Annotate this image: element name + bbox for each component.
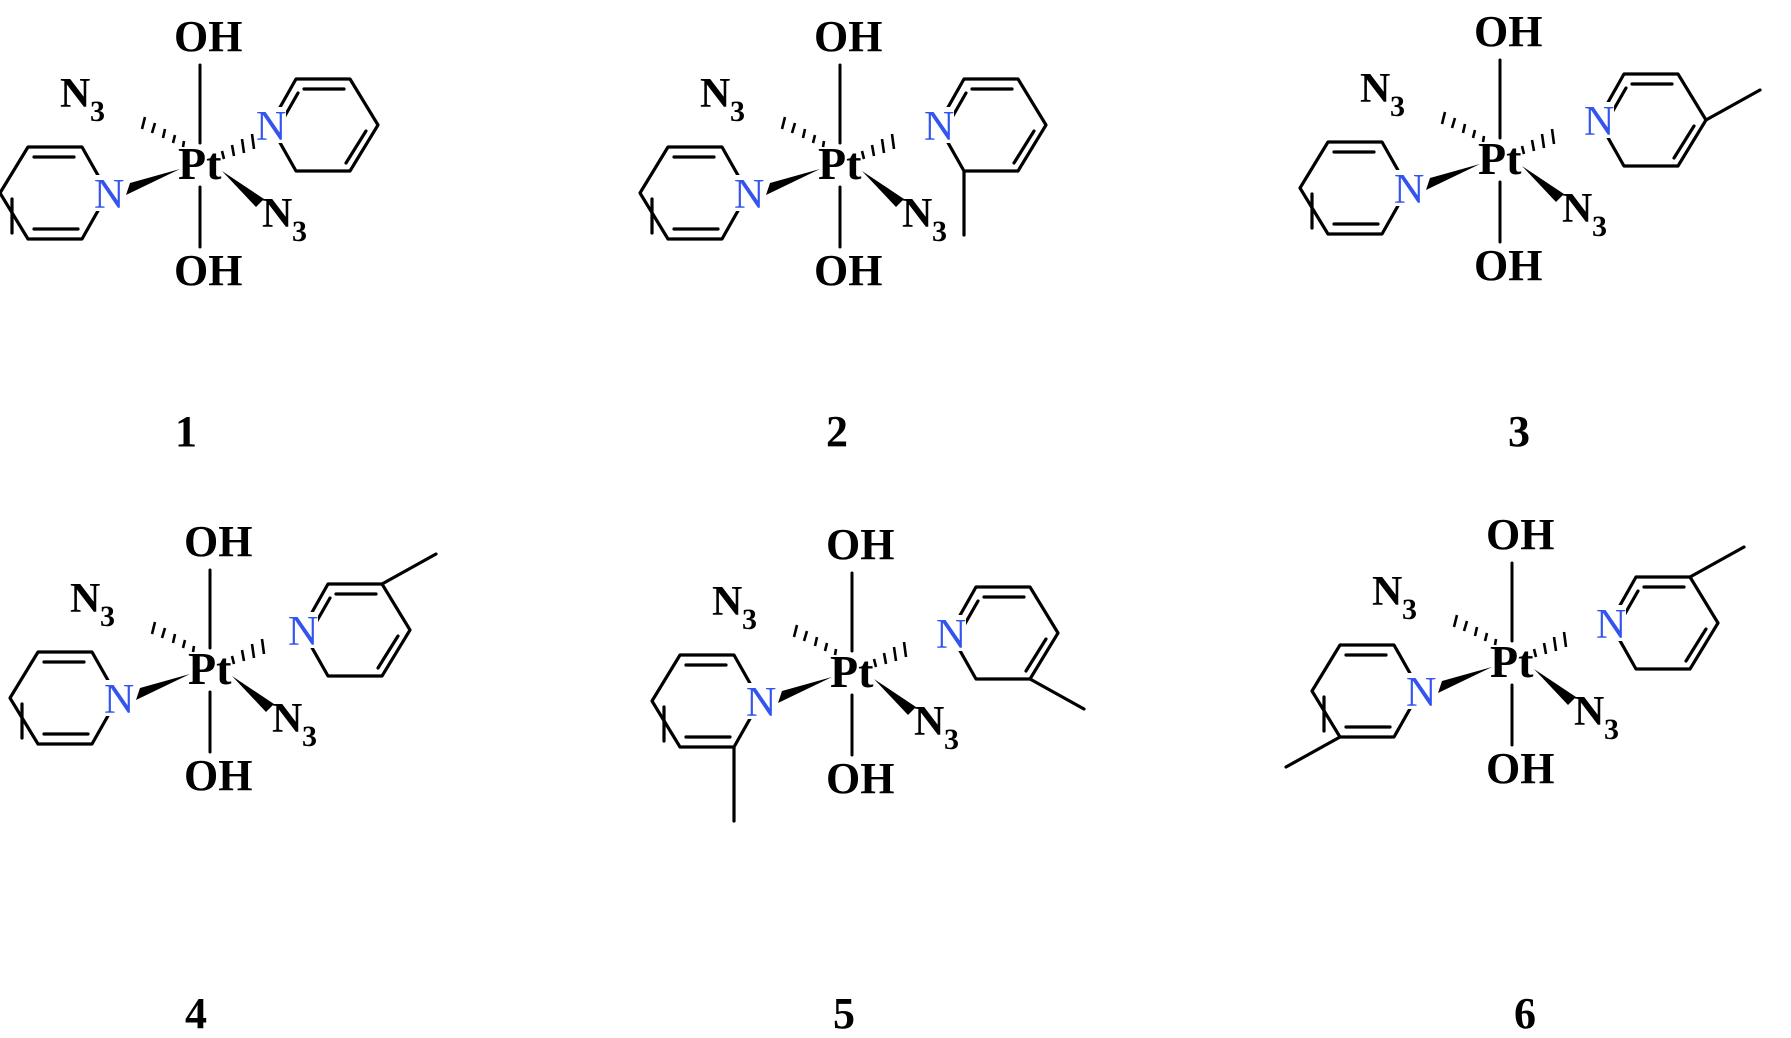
oh-bottom: OH [1486,744,1554,793]
pt-atom: Pt [830,646,874,697]
oh-bottom: OH [814,246,882,295]
pyridine-n: N [924,104,954,150]
pt-atom: Pt [1490,636,1534,687]
svg-text:N: N [712,579,742,625]
oh-top: OH [814,12,882,61]
oh-bottom: OH [174,246,242,295]
azide-upper-left: N 3 [712,579,757,636]
svg-text:N: N [902,191,932,237]
azide-upper-left: N 3 [60,71,105,128]
pyridine-ring-left: N [650,653,776,823]
pyridine-n: N [256,104,286,150]
pyridine-ring-left: N [1298,140,1424,236]
compound-number-2: 2 [826,407,848,456]
pyridine-ring-right: N [288,552,438,678]
svg-text:3: 3 [100,600,115,633]
pyridine-ring-right: N [936,585,1086,711]
pyridine-ring-right: N [1584,72,1762,168]
oh-top: OH [184,517,252,566]
svg-text:3: 3 [292,215,307,248]
pyridine-n: N [1596,602,1626,648]
compound-4: OH OH Pt N 3 N 3 N N [8,517,438,800]
compound-number-1: 1 [175,407,197,456]
svg-text:N: N [1360,66,1390,112]
pyridine-n: N [1394,167,1424,213]
pyridine-ring-right: N [256,77,380,173]
oh-top: OH [1486,510,1554,559]
compound-5: OH OH Pt N 3 N 3 N N [650,520,1086,823]
svg-text:N: N [700,71,730,117]
svg-text:N: N [272,696,302,742]
pyridine-n: N [94,172,124,218]
oh-top: OH [1474,7,1542,56]
svg-text:3: 3 [1402,593,1417,626]
azide-lower-right: N 3 [902,191,947,248]
compound-6: OH OH Pt N 3 N 3 N N [1284,510,1746,793]
compound-number-3: 3 [1508,407,1530,456]
pyridine-n: N [288,609,318,655]
azide-upper-left: N 3 [70,576,115,633]
methyl-bond [380,552,438,586]
svg-text:3: 3 [1390,90,1405,123]
methyl-bond [1704,88,1762,122]
svg-text:3: 3 [932,215,947,248]
svg-text:3: 3 [944,723,959,756]
oh-bottom: OH [1474,241,1542,290]
pt-atom: Pt [1478,133,1522,184]
pyridine-ring-right: N [924,77,1048,237]
pt-atom: Pt [188,643,232,694]
pyridine-ring-left: N [8,650,134,746]
pyridine-ring-left: N [638,145,764,241]
svg-text:N: N [1562,186,1592,232]
pyridine-n: N [1406,670,1436,716]
compound-number-5: 5 [833,989,855,1038]
azide-lower-right: N 3 [914,699,959,756]
oh-top: OH [826,520,894,569]
svg-text:N: N [70,576,100,622]
methyl-bond [1028,677,1086,711]
methyl-bond [1688,545,1746,579]
svg-text:N: N [1574,689,1604,735]
svg-text:3: 3 [1604,713,1619,746]
svg-text:N: N [914,699,944,745]
pt-atom: Pt [178,138,222,189]
pyridine-n: N [1584,99,1614,145]
compound-number-6: 6 [1514,989,1536,1038]
svg-text:3: 3 [730,95,745,128]
svg-text:3: 3 [90,95,105,128]
svg-text:3: 3 [1592,210,1607,243]
azide-upper-left: N 3 [1372,569,1417,626]
pyridine-n: N [104,677,134,723]
compound-2: OH OH Pt N 3 N 3 N N [638,12,1048,295]
azide-upper-left: N 3 [1360,66,1405,123]
methyl-bond [1284,735,1342,769]
azide-lower-right: N 3 [1562,186,1607,243]
pyridine-ring-left: N [0,145,124,241]
compound-3: OH OH Pt N 3 N 3 N N [1298,7,1762,290]
pyridine-n: N [936,612,966,658]
pt-atom: Pt [818,138,862,189]
azide-lower-right: N 3 [262,191,307,248]
svg-text:3: 3 [302,720,317,753]
oh-top: OH [174,12,242,61]
compound-number-4: 4 [185,989,207,1038]
svg-text:N: N [60,71,90,117]
azide-upper-left: N 3 [700,71,745,128]
compound-1: OH OH Pt N 3 N 3 N N [0,12,380,295]
pyridine-n: N [734,172,764,218]
azide-lower-right: N 3 [1574,689,1619,746]
pyridine-ring-right: N [1596,545,1746,671]
svg-text:N: N [1372,569,1402,615]
svg-text:N: N [262,191,292,237]
oh-bottom: OH [184,751,252,800]
svg-text:3: 3 [742,603,757,636]
oh-bottom: OH [826,754,894,803]
azide-lower-right: N 3 [272,696,317,753]
pyridine-ring-left: N [1284,643,1436,769]
pyridine-n: N [746,680,776,726]
